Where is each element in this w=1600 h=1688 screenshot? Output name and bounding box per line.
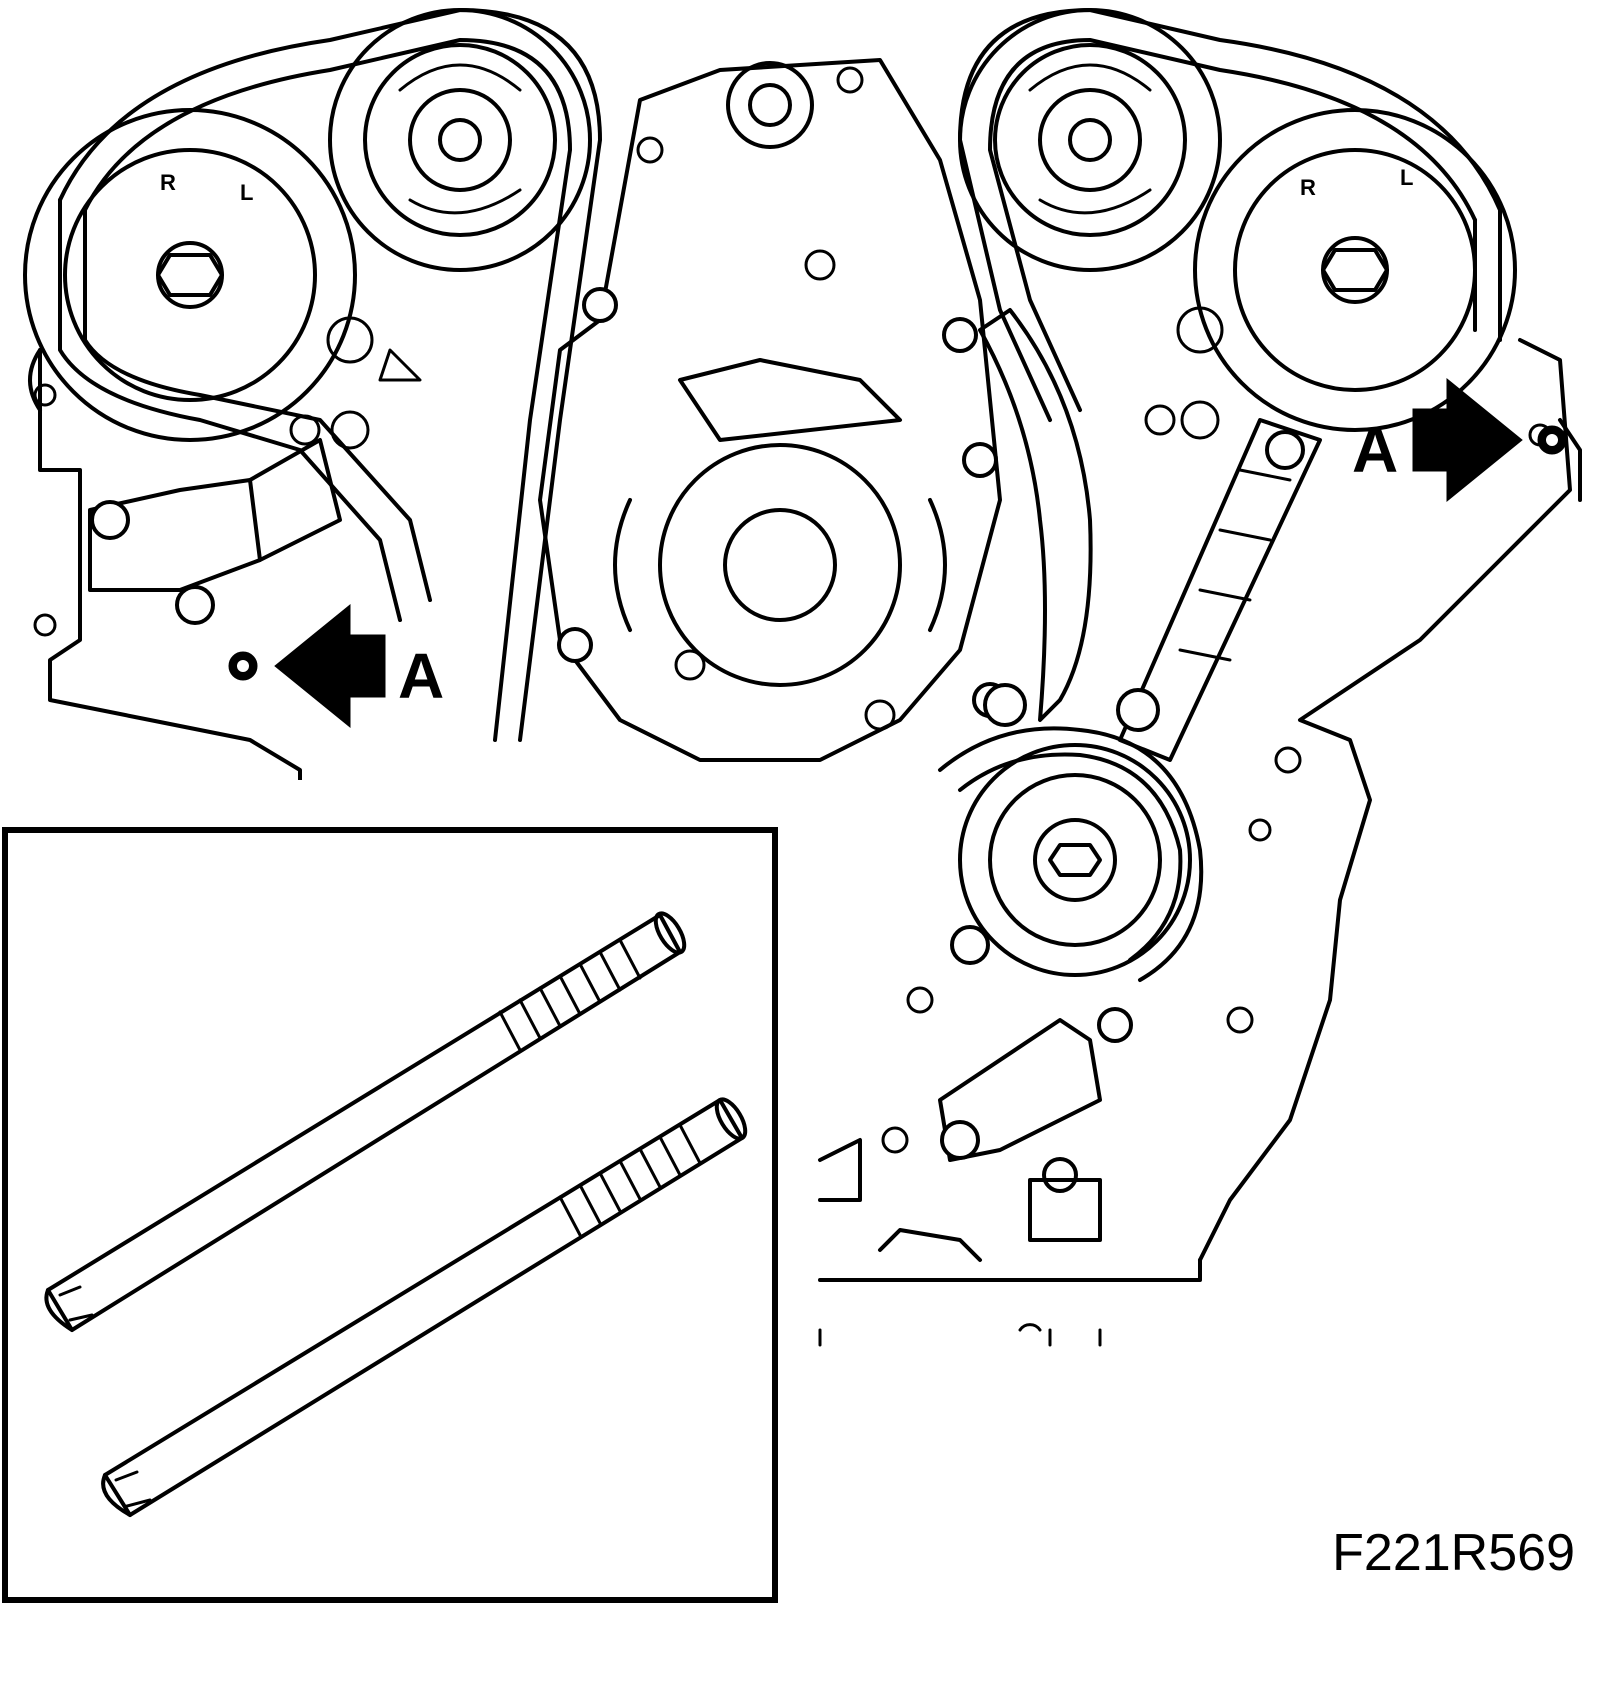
camshaft-locking-pin-1 bbox=[44, 911, 687, 1332]
left-sprocket-mark-r: R bbox=[160, 170, 176, 195]
camshaft-locking-pin-2 bbox=[101, 1097, 748, 1517]
left-timing-chain bbox=[58, 8, 602, 742]
figure-id: F221R569 bbox=[1332, 1524, 1575, 1582]
right-intake-sprocket bbox=[958, 8, 1222, 272]
right-chain-guide bbox=[978, 308, 1322, 762]
crank-sprocket bbox=[938, 726, 1204, 1043]
right-sprocket-mark-r: R bbox=[1300, 175, 1316, 200]
left-exhaust-sprocket bbox=[23, 108, 422, 450]
center-plate bbox=[538, 58, 1008, 762]
callout-left: A bbox=[228, 603, 444, 729]
left-intake-sprocket bbox=[328, 8, 592, 272]
lower-tensioner-assembly bbox=[818, 986, 1102, 1262]
tool-inset bbox=[0, 780, 810, 1640]
arrow-right-icon bbox=[1412, 377, 1523, 503]
engine-block-outline bbox=[28, 338, 1582, 1347]
left-sprocket-mark-l: L bbox=[240, 180, 253, 205]
callout-right: A bbox=[1352, 377, 1567, 503]
callout-label-left: A bbox=[398, 640, 444, 712]
callout-label-right: A bbox=[1352, 414, 1398, 486]
arrow-left-icon bbox=[274, 603, 386, 729]
right-sprocket-mark-l: L bbox=[1400, 165, 1413, 190]
right-timing-chain bbox=[958, 8, 1502, 422]
inset-frame bbox=[2, 827, 778, 1603]
left-chain-tensioner bbox=[88, 438, 342, 625]
